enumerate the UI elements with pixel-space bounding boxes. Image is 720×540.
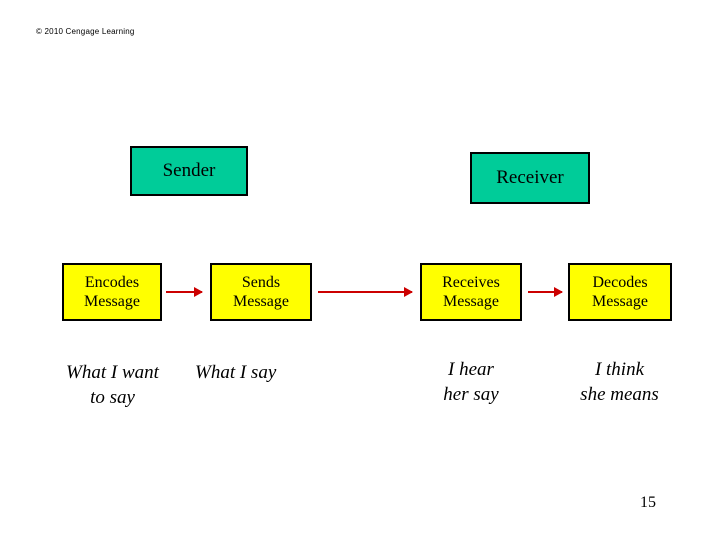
phrase-line1: What I want	[66, 362, 159, 383]
step-label-line2: Message	[84, 293, 140, 310]
phrase-line1: What I say	[195, 362, 277, 383]
phrase-line2: her say	[443, 384, 499, 405]
step-label-line2: Message	[592, 293, 648, 310]
step-label-line1: Encodes	[84, 274, 140, 291]
phrase-line2: to say	[90, 387, 135, 408]
phrase-i-think-she-means: I think she means	[552, 357, 687, 407]
role-label-sender: Sender	[162, 160, 216, 181]
arrow-right-icon-encodes-to-sends	[166, 287, 203, 297]
phrase-what-i-say: What I say	[195, 360, 330, 385]
phrase-line1: I think	[594, 359, 645, 380]
role-label-receiver: Receiver	[496, 167, 564, 188]
step-label-line1: Receives	[442, 274, 500, 291]
step-label-line2: Message	[233, 293, 289, 310]
step-box-encodes-message: Encodes Message	[62, 263, 162, 321]
arrow-right-icon-receives-to-decodes	[528, 287, 563, 297]
phrase-what-i-want-to-say: What I want to say	[40, 360, 185, 410]
page-number: 15	[640, 494, 656, 511]
phrase-i-hear-her-say: I hear her say	[410, 357, 532, 407]
step-box-receives-message: Receives Message	[420, 263, 522, 321]
step-label-line2: Message	[443, 293, 499, 310]
step-box-sends-message: Sends Message	[210, 263, 312, 321]
step-label-line1: Sends	[241, 274, 281, 291]
phrase-line1: I hear	[448, 359, 494, 380]
copyright-notice: © 2010 Cengage Learning	[36, 27, 135, 36]
arrow-right-icon-sends-to-receives	[318, 287, 413, 297]
phrase-line2: she means	[580, 384, 659, 405]
step-label-line1: Decodes	[592, 274, 648, 291]
role-box-sender: Sender	[130, 146, 248, 196]
role-box-receiver: Receiver	[470, 152, 590, 204]
step-box-decodes-message: Decodes Message	[568, 263, 672, 321]
